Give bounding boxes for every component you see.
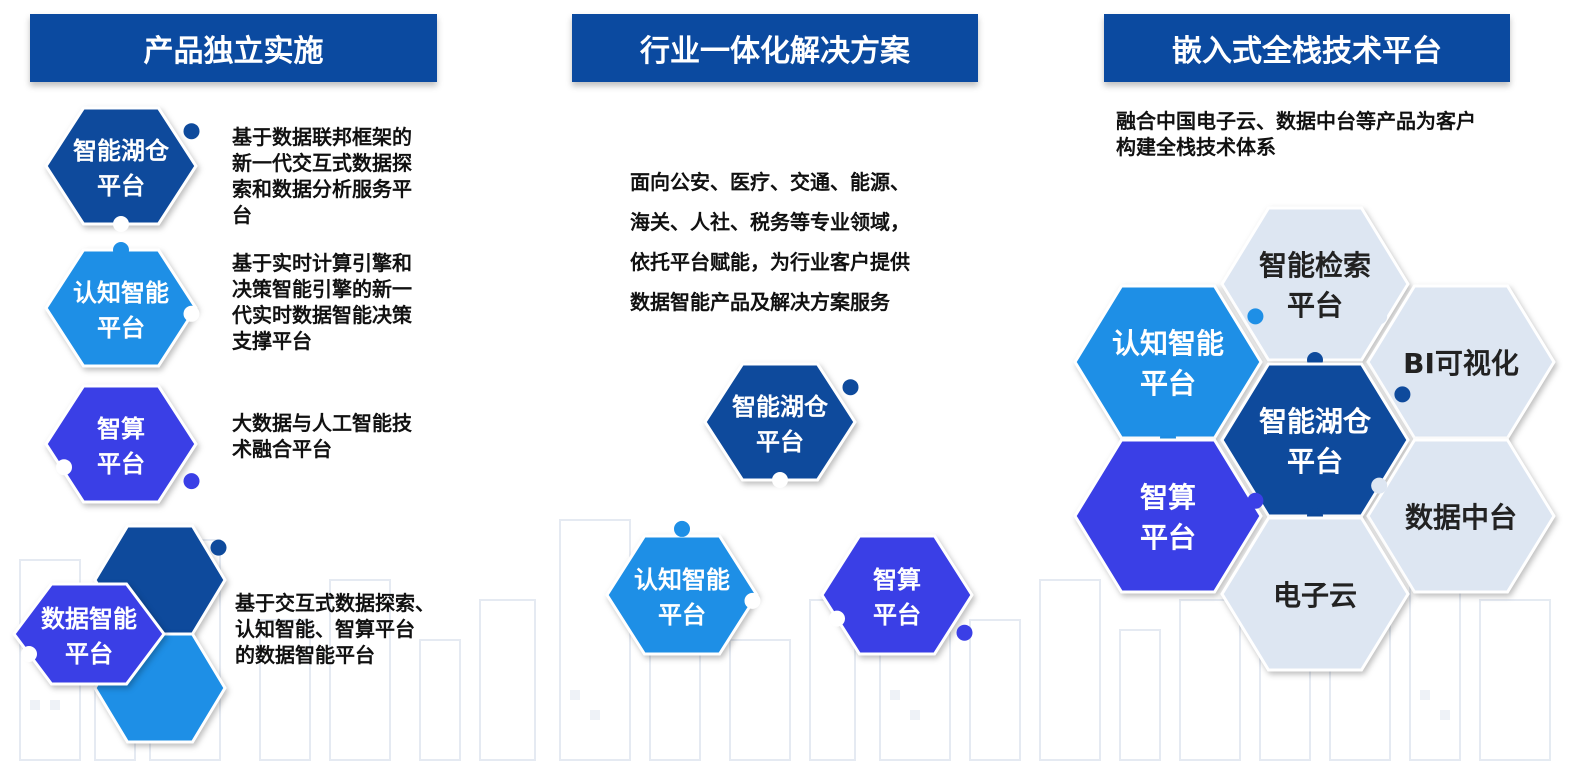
hex-label-line: 认知智能	[73, 279, 169, 307]
desc-compute: 大数据与人工智能技术融合平台	[232, 411, 412, 461]
hex-label-line: 平台	[1286, 445, 1343, 478]
hex-label: 智算平台	[822, 536, 972, 654]
hexagon-shape	[44, 242, 200, 368]
hex-label-line: 平台	[65, 640, 113, 668]
hex-label-line: 平台	[97, 314, 145, 342]
hex-emb-datacenter: 数据中台	[1366, 438, 1556, 594]
desc-data-intelligence: 基于交互式数据探索、认知智能、智算平台 的数据智能平台	[235, 591, 435, 667]
hex-label: 数据中台	[1368, 440, 1554, 592]
hex-label: 认知智能平台	[607, 536, 757, 654]
hex-label: 智算平台	[46, 386, 196, 502]
hexagon-shape	[1366, 438, 1556, 594]
desc-smart-lakehouse: 基于数据联邦框架的新一代交互式数据探 索和数据分析服务平台	[232, 125, 412, 227]
hex-label-line: 平台	[1139, 367, 1196, 400]
hexagon-shape	[1366, 284, 1556, 440]
hex-label-line: 智能检索	[1258, 249, 1371, 282]
hex-label: 认知智能平台	[1075, 286, 1261, 438]
hex-emb-search: 智能检索平台	[1220, 206, 1410, 368]
hex-label-line: 平台	[97, 172, 145, 200]
header-standalone: 产品独立实施	[30, 14, 437, 82]
desc-embedded: 融合中国电子云、数据中台等产品为客户构建全栈技术体系	[1116, 109, 1476, 159]
desc-cognitive: 基于实时计算引擎和决策智能引擎的新一 代实时数据智能决策支撑平台	[232, 251, 412, 353]
hex-label: 数据智能平台	[14, 584, 164, 684]
hex-label: 认知智能平台	[46, 250, 196, 366]
hex-label-line: 平台	[756, 428, 804, 456]
hex-label-line: BI可视化	[1403, 347, 1519, 380]
hex-label-line: 平台	[1286, 289, 1343, 322]
header-industry: 行业一体化解决方案	[572, 14, 978, 82]
hexagon-shape	[605, 520, 761, 656]
hex-label-line: 平台	[873, 601, 921, 629]
hex-label: 智能湖仓平台	[46, 108, 196, 224]
hex-label-line: 认知智能	[1111, 327, 1224, 360]
hex-label-line: 平台	[1139, 521, 1196, 554]
hex-label-line: 智能湖仓	[1258, 405, 1371, 438]
hex-label: BI可视化	[1368, 286, 1554, 438]
hexagon-shape	[44, 384, 200, 504]
hexagon-shape	[1073, 438, 1264, 594]
hex-label-line: 智能湖仓	[732, 393, 828, 421]
hex-ind-cognitive: 认知智能平台	[605, 520, 761, 656]
hex-label-line: 平台	[658, 601, 706, 629]
hex-cognitive: 认知智能平台	[44, 242, 200, 368]
hexagon-shape	[12, 582, 166, 686]
hex-label: 电子云	[1222, 518, 1408, 670]
hex-label: 智能检索平台	[1222, 208, 1408, 360]
hex-emb-lakehouse: 智能湖仓平台	[1220, 362, 1411, 524]
hex-label-line: 智能湖仓	[73, 137, 169, 165]
hex-data-intelligence: 数据智能平台	[12, 582, 166, 686]
hex-label-line: 电子云	[1272, 579, 1357, 612]
hex-label-line: 智算	[1139, 481, 1196, 514]
header-embedded: 嵌入式全栈技术平台	[1104, 14, 1510, 82]
hex-label-line: 智算	[97, 415, 145, 443]
hex-label: 智能湖仓平台	[705, 364, 855, 480]
hex-label-line: 平台	[97, 450, 145, 478]
desc-industry: 面向公安、医疗、交通、能源、海关、人社、税务等专业领域， 依托平台赋能，为行业客…	[630, 170, 910, 314]
hexagon-shape	[703, 362, 859, 488]
hex-label-line: 数据智能	[41, 605, 137, 633]
hexagon-shape	[44, 106, 200, 232]
hexagon-shape	[820, 534, 974, 656]
hex-emb-cloud: 电子云	[1220, 516, 1410, 672]
hex-label: 智算平台	[1075, 440, 1261, 592]
hex-emb-compute: 智算平台	[1073, 438, 1264, 594]
hex-emb-cognitive: 认知智能平台	[1073, 284, 1264, 446]
hex-compute: 智算平台	[44, 384, 200, 504]
hex-smart-lakehouse: 智能湖仓平台	[44, 106, 200, 232]
hex-ind-compute: 智算平台	[820, 534, 974, 656]
hex-label-line: 认知智能	[634, 566, 730, 594]
hexagon-shape	[1220, 516, 1410, 672]
hex-emb-bi: BI可视化	[1366, 284, 1556, 440]
hex-label: 智能湖仓平台	[1222, 364, 1408, 516]
hex-ind-lakehouse: 智能湖仓平台	[703, 362, 859, 488]
hex-label-line: 智算	[873, 566, 921, 594]
hex-label-line: 数据中台	[1404, 501, 1517, 534]
hexagon-shape	[1220, 362, 1411, 524]
